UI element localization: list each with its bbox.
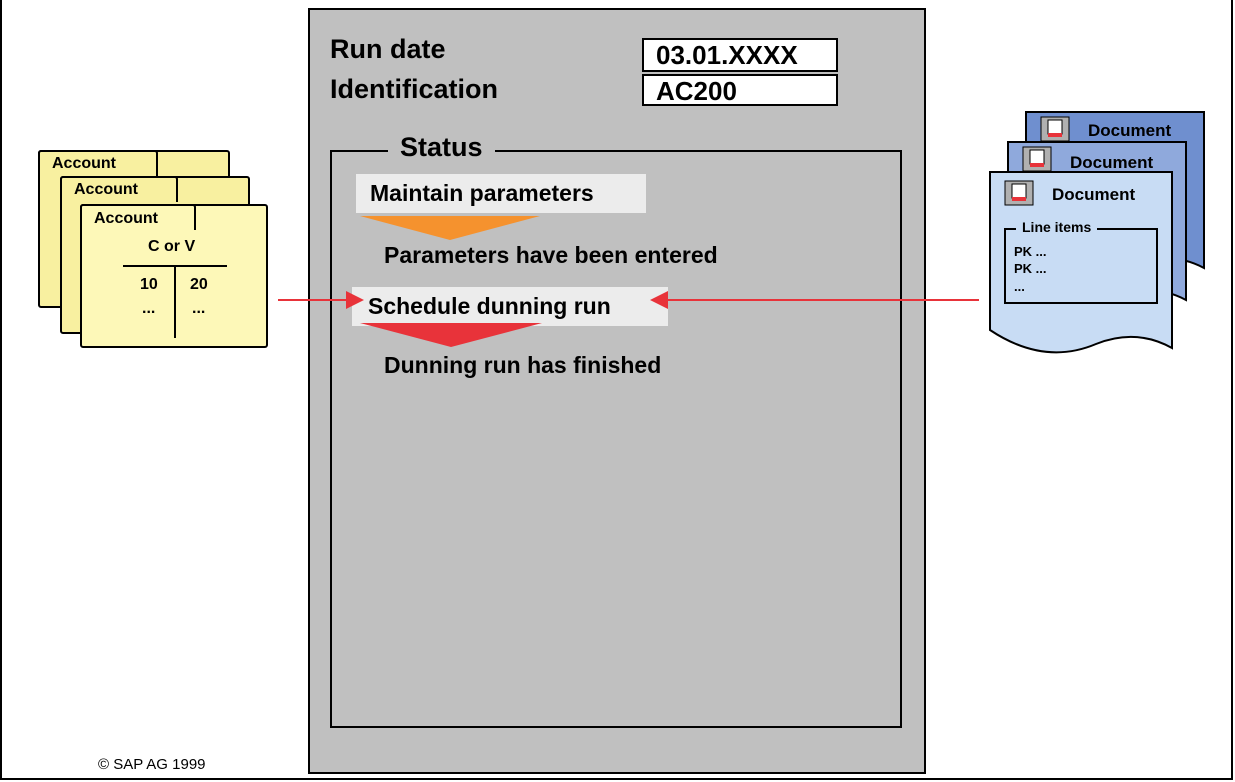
line-item: PK ... <box>1014 244 1047 259</box>
red-arrow-icon <box>360 323 542 347</box>
document-middle-icon <box>1022 146 1052 172</box>
identification-value: AC200 <box>642 74 838 106</box>
t-account-debit-value: 10 <box>140 276 158 293</box>
t-account-title: C or V <box>148 238 196 255</box>
line-item: ... <box>1014 279 1025 294</box>
line-items-label: Line items <box>1016 219 1098 235</box>
documents-to-schedule-connector <box>665 299 979 301</box>
t-account-debit-more: ... <box>142 300 156 317</box>
left-arrowhead-icon <box>650 291 668 309</box>
document-back-icon <box>1040 116 1070 142</box>
t-account-credit-value: 20 <box>190 276 208 293</box>
document-back-title: Document <box>1088 121 1172 140</box>
document-front-shape <box>989 171 1173 354</box>
copyright-footer: © SAP AG 1999 <box>98 756 206 773</box>
orange-arrow-icon <box>360 216 540 240</box>
parameters-entered-status: Parameters have been entered <box>384 242 718 268</box>
dunning-run-finished-status: Dunning run has finished <box>384 352 662 378</box>
status-title: Status <box>388 132 495 163</box>
document-middle-title: Document <box>1070 153 1154 172</box>
identification-label: Identification <box>330 74 498 104</box>
account-folder-tab: Account <box>38 150 158 176</box>
run-date-label: Run date <box>330 34 446 64</box>
right-arrowhead-icon <box>346 291 364 309</box>
run-date-value: 03.01.XXXX <box>642 38 838 72</box>
line-item: PK ... <box>1014 261 1047 276</box>
t-account-vertical-line <box>174 266 176 338</box>
account-folder-tab: Account <box>80 204 196 230</box>
schedule-dunning-run-step: Schedule dunning run <box>352 287 668 326</box>
document-front-title: Document <box>1052 185 1136 204</box>
account-folder-tab: Account <box>60 176 178 202</box>
maintain-parameters-step: Maintain parameters <box>356 174 646 213</box>
accounts-to-schedule-connector <box>278 299 352 301</box>
document-front-icon <box>1004 180 1034 206</box>
status-group <box>330 150 902 728</box>
t-account-credit-more: ... <box>192 300 206 317</box>
